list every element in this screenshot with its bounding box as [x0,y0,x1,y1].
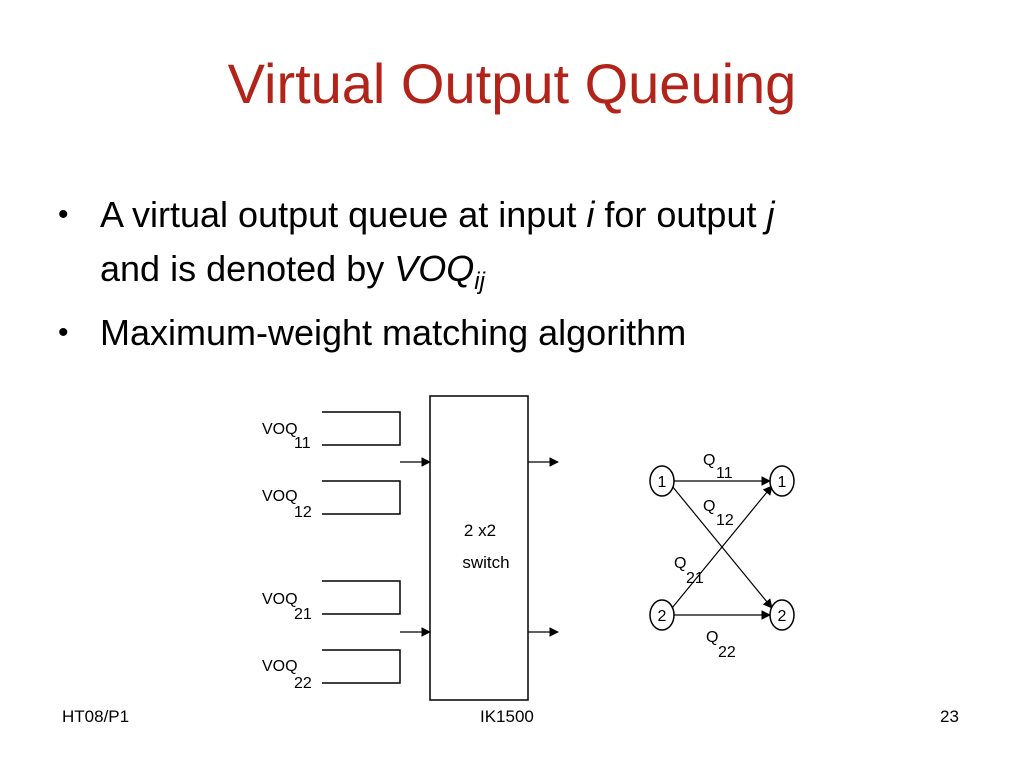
switch-label-line2: switch [462,553,509,572]
bullet-1-text-c: and is denoted by [100,248,395,289]
node-output-1 [769,465,795,497]
bullet-2-text: Maximum-weight matching algorithm [100,312,687,353]
edge-q21-label: Q [674,555,686,572]
queue-11-label: VOQ [262,421,298,438]
node-input-2-label: 2 [658,608,667,625]
switch-box [429,395,529,701]
queue-12-outline [322,480,401,515]
queue-22-label: VOQ [262,658,298,675]
bullet-voq-definition: • A virtual output queue at input i for … [58,188,998,296]
queue-22-sub: 22 [294,675,312,692]
bullet-1-voq-sub: ij [474,268,485,295]
queue-21-label: VOQ [262,591,298,608]
edge-q21-sub: 21 [686,570,704,587]
switch-label-line1: 2 x2 [464,521,496,540]
footer-page-number: 23 [940,707,959,726]
slide-title-text: Virtual Output Queuing [227,52,797,115]
bullet-list: • A virtual output queue at input i for … [58,188,998,360]
bullet-matching-algorithm: • Maximum-weight matching algorithm [58,306,998,360]
queue-22-outline [322,649,401,684]
voq-queue: VOQ 12 [262,480,401,521]
edge-q12-label: Q [703,498,715,515]
queue-21-outline [322,580,401,615]
bullet-1-var-j: j [766,194,775,235]
queue-11-outline [322,411,401,446]
node-input-1-label: 1 [658,474,667,491]
footer-left: HT08/P1 [62,707,130,726]
edge-q11-sub: 11 [716,465,733,482]
edge-q21 [671,485,773,609]
bullet-1-text-b: for output [594,194,767,235]
bullet-marker: • [58,198,69,231]
node-input-2 [649,599,675,631]
bullet-1-voq-label: VOQ [394,248,475,289]
voq-queue: VOQ 21 [262,580,401,623]
bullet-marker: • [58,316,69,349]
queue-11-sub: 11 [294,435,311,452]
voq-queue: VOQ 22 [262,649,401,692]
footer-center: IK1500 [480,707,534,726]
node-input-1 [649,465,675,497]
queue-21-sub: 21 [294,606,312,623]
edge-q12-sub: 12 [716,512,734,529]
queue-12-sub: 12 [294,504,312,521]
voq-queue: VOQ 11 [262,411,401,452]
edge-q22-label: Q [706,629,718,646]
queue-12-label: VOQ [262,488,298,505]
slide-title: Virtual Output Queuing [0,48,1024,120]
bullet-1-var-i: i [586,194,595,235]
bullet-1-voq: VOQij [394,248,485,294]
edge-q22-sub: 22 [718,644,736,661]
node-output-2-label: 2 [778,608,787,625]
node-output-1-label: 1 [778,474,787,491]
bullet-1-text-a: A virtual output queue at input [100,194,587,235]
edge-q11-label: Q [703,452,715,469]
node-output-2 [769,599,795,631]
